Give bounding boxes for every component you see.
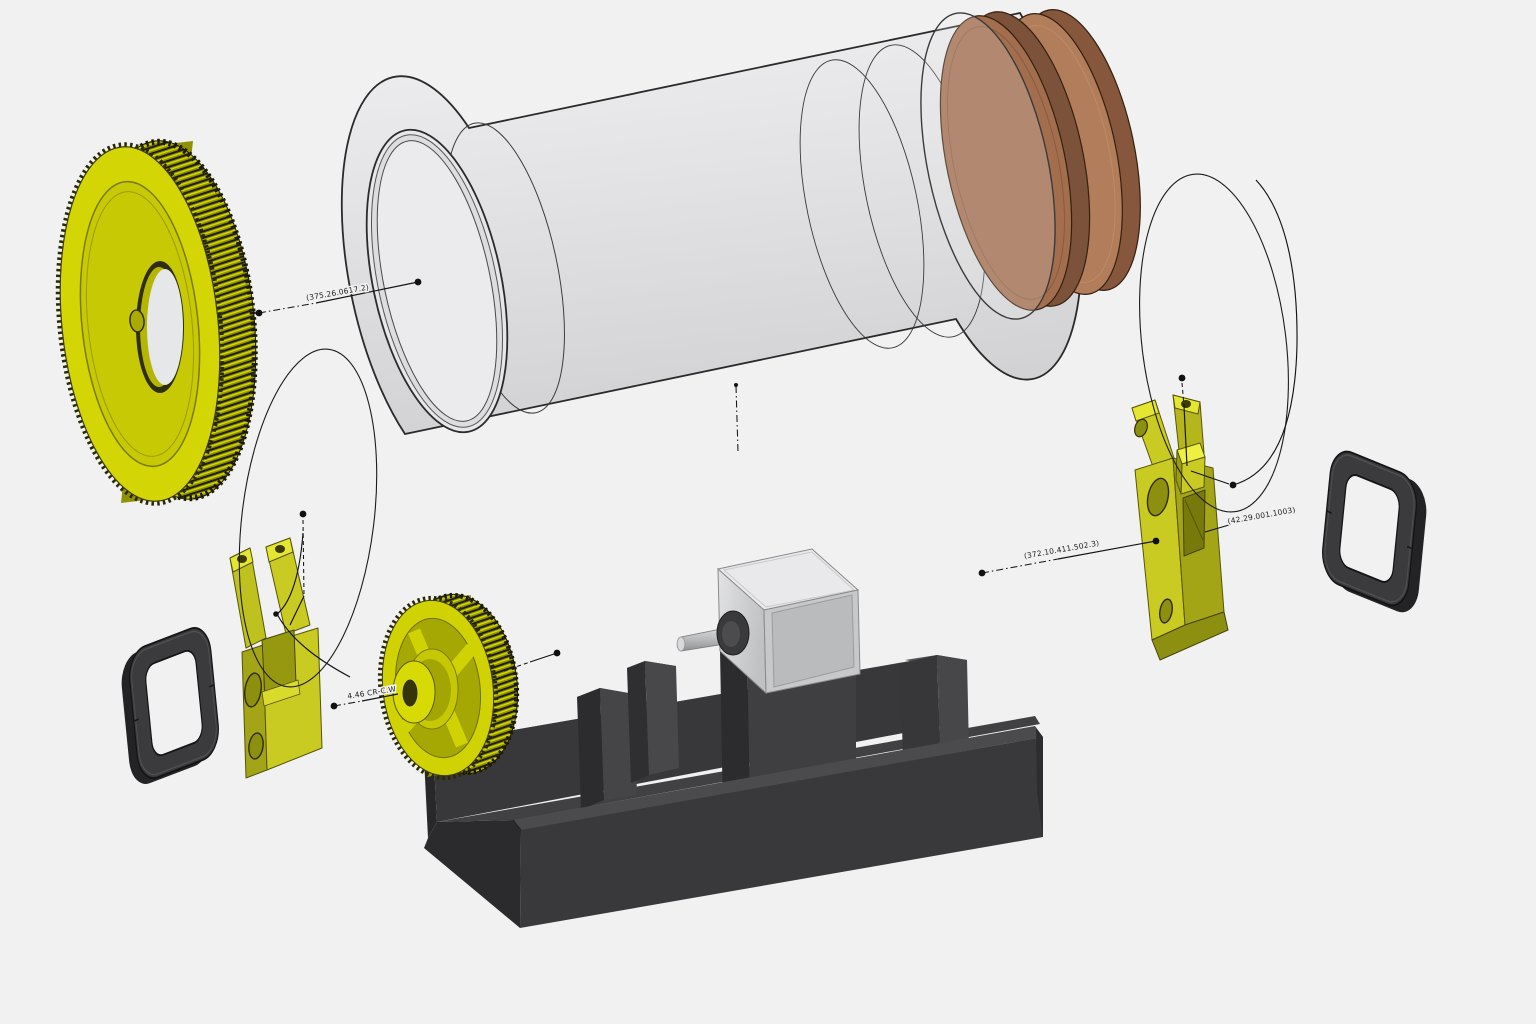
right-bracket-cube-side — [1175, 449, 1183, 495]
left-frame-notch-r — [209, 684, 215, 688]
right-bracket-hole-upper — [1146, 477, 1170, 517]
base-edge-line — [512, 819, 522, 831]
left-pivot-leader-dot[interactable] — [299, 510, 307, 518]
right-frame-hole — [1339, 474, 1400, 583]
base-front-face — [520, 737, 1043, 928]
small-gear-leader-b-dash — [503, 661, 531, 672]
small-gear-serration — [377, 595, 499, 781]
large-gear-bore — [147, 269, 183, 385]
cylinder-leader-dot-2[interactable] — [414, 278, 422, 286]
right-bracket[interactable] — [1131, 394, 1229, 661]
large-gear-pin-hole — [129, 309, 145, 333]
right-pivot-leader-b — [1190, 470, 1230, 485]
left-sketch-circle — [238, 348, 378, 688]
large-gear[interactable] — [42, 133, 273, 512]
right-frame-notch-r — [1407, 545, 1413, 550]
small-gear-bore — [401, 678, 419, 708]
small-gear-leader-dot-1[interactable] — [330, 702, 338, 710]
cylinder-leader-dashdot — [258, 302, 317, 314]
right-frame[interactable] — [1320, 445, 1429, 619]
small-gear-leader-dot-2[interactable] — [553, 649, 561, 657]
cylinder-inner-edge — [799, 59, 925, 349]
right-frame-notch-l — [1326, 510, 1332, 514]
cylinder-leader — [315, 281, 419, 304]
right-bracket-leader-dot-1[interactable] — [978, 569, 986, 577]
tab1-left — [577, 688, 604, 810]
right-bracket-leader-dashdot — [981, 558, 1059, 574]
right-bracket-arm-r-hole — [1181, 400, 1191, 408]
left-frame-highlight — [131, 630, 217, 776]
left-bracket-arm-r-hole — [275, 545, 285, 553]
motor-shaft-tip — [676, 636, 686, 652]
cylinder-centerline-dot[interactable] — [734, 383, 738, 387]
cylinder-right-rim — [920, 12, 1056, 320]
right-pivot-leader — [1183, 405, 1188, 467]
right-bracket-slot — [1182, 489, 1206, 557]
base-right-end — [1036, 728, 1043, 837]
right-bracket-slot-line — [1184, 499, 1204, 541]
base-left-end — [424, 820, 521, 928]
right-pivot-leader-dot[interactable] — [1178, 374, 1186, 382]
left-frame[interactable] — [119, 622, 221, 790]
right-bracket-hole-lower — [1159, 598, 1173, 624]
left-bracket-arm-l-hole — [237, 555, 247, 563]
large-gear-serration — [55, 142, 225, 506]
end-cap-inner[interactable] — [917, 0, 1113, 322]
right-bracket-foot — [1151, 611, 1229, 661]
small-gear-leader-b — [529, 652, 558, 663]
base-chassis[interactable] — [424, 640, 1043, 928]
right-pivot-curve — [1232, 179, 1298, 486]
left-pivot-curve-dot[interactable] — [273, 611, 279, 617]
large-gear-recess-ring — [85, 191, 195, 457]
small-gear-leader-a — [361, 693, 399, 702]
left-bracket-hole-upper — [244, 672, 262, 708]
cylinder-interior — [376, 140, 498, 422]
cylinder-centerline — [735, 385, 739, 453]
motor-top-inset — [722, 551, 856, 608]
tab1-front — [600, 688, 637, 800]
tab2-left — [627, 661, 649, 783]
left-frame-notch-l — [133, 718, 139, 722]
right-pivot-leader-dash — [1181, 382, 1185, 407]
small-gear[interactable] — [370, 588, 527, 785]
cylinder-leader-dot-1[interactable] — [255, 309, 263, 317]
base-lip-top — [513, 726, 1043, 831]
tab3-front — [937, 655, 969, 750]
small-gear-serration-rear — [400, 592, 520, 776]
pedestal-left — [720, 640, 750, 815]
motor[interactable] — [676, 548, 861, 695]
inner-cap-ring — [946, 26, 1066, 300]
tab3-left — [900, 655, 940, 757]
right-bracket-leader-dot-2[interactable] — [1152, 537, 1160, 545]
left-pivot-leader-dash — [302, 519, 305, 597]
right-bracket-leader — [1057, 540, 1157, 560]
small-gear-leader-dashdot — [333, 700, 363, 707]
left-bracket-hole-lower — [248, 732, 264, 760]
motor-front-panel — [771, 594, 855, 688]
left-pivot-leader — [289, 595, 305, 626]
right-bracket-arm-l-hole — [1134, 418, 1148, 438]
glass-cylinder[interactable] — [340, 11, 1083, 445]
right-sketch-circle — [1139, 173, 1289, 513]
left-frame-hole — [145, 649, 203, 757]
motor-boss-inner — [722, 621, 740, 647]
right-bracket-code-tick — [1204, 524, 1230, 533]
tab2-front — [645, 661, 679, 775]
large-gear-serration-rear — [90, 138, 258, 502]
